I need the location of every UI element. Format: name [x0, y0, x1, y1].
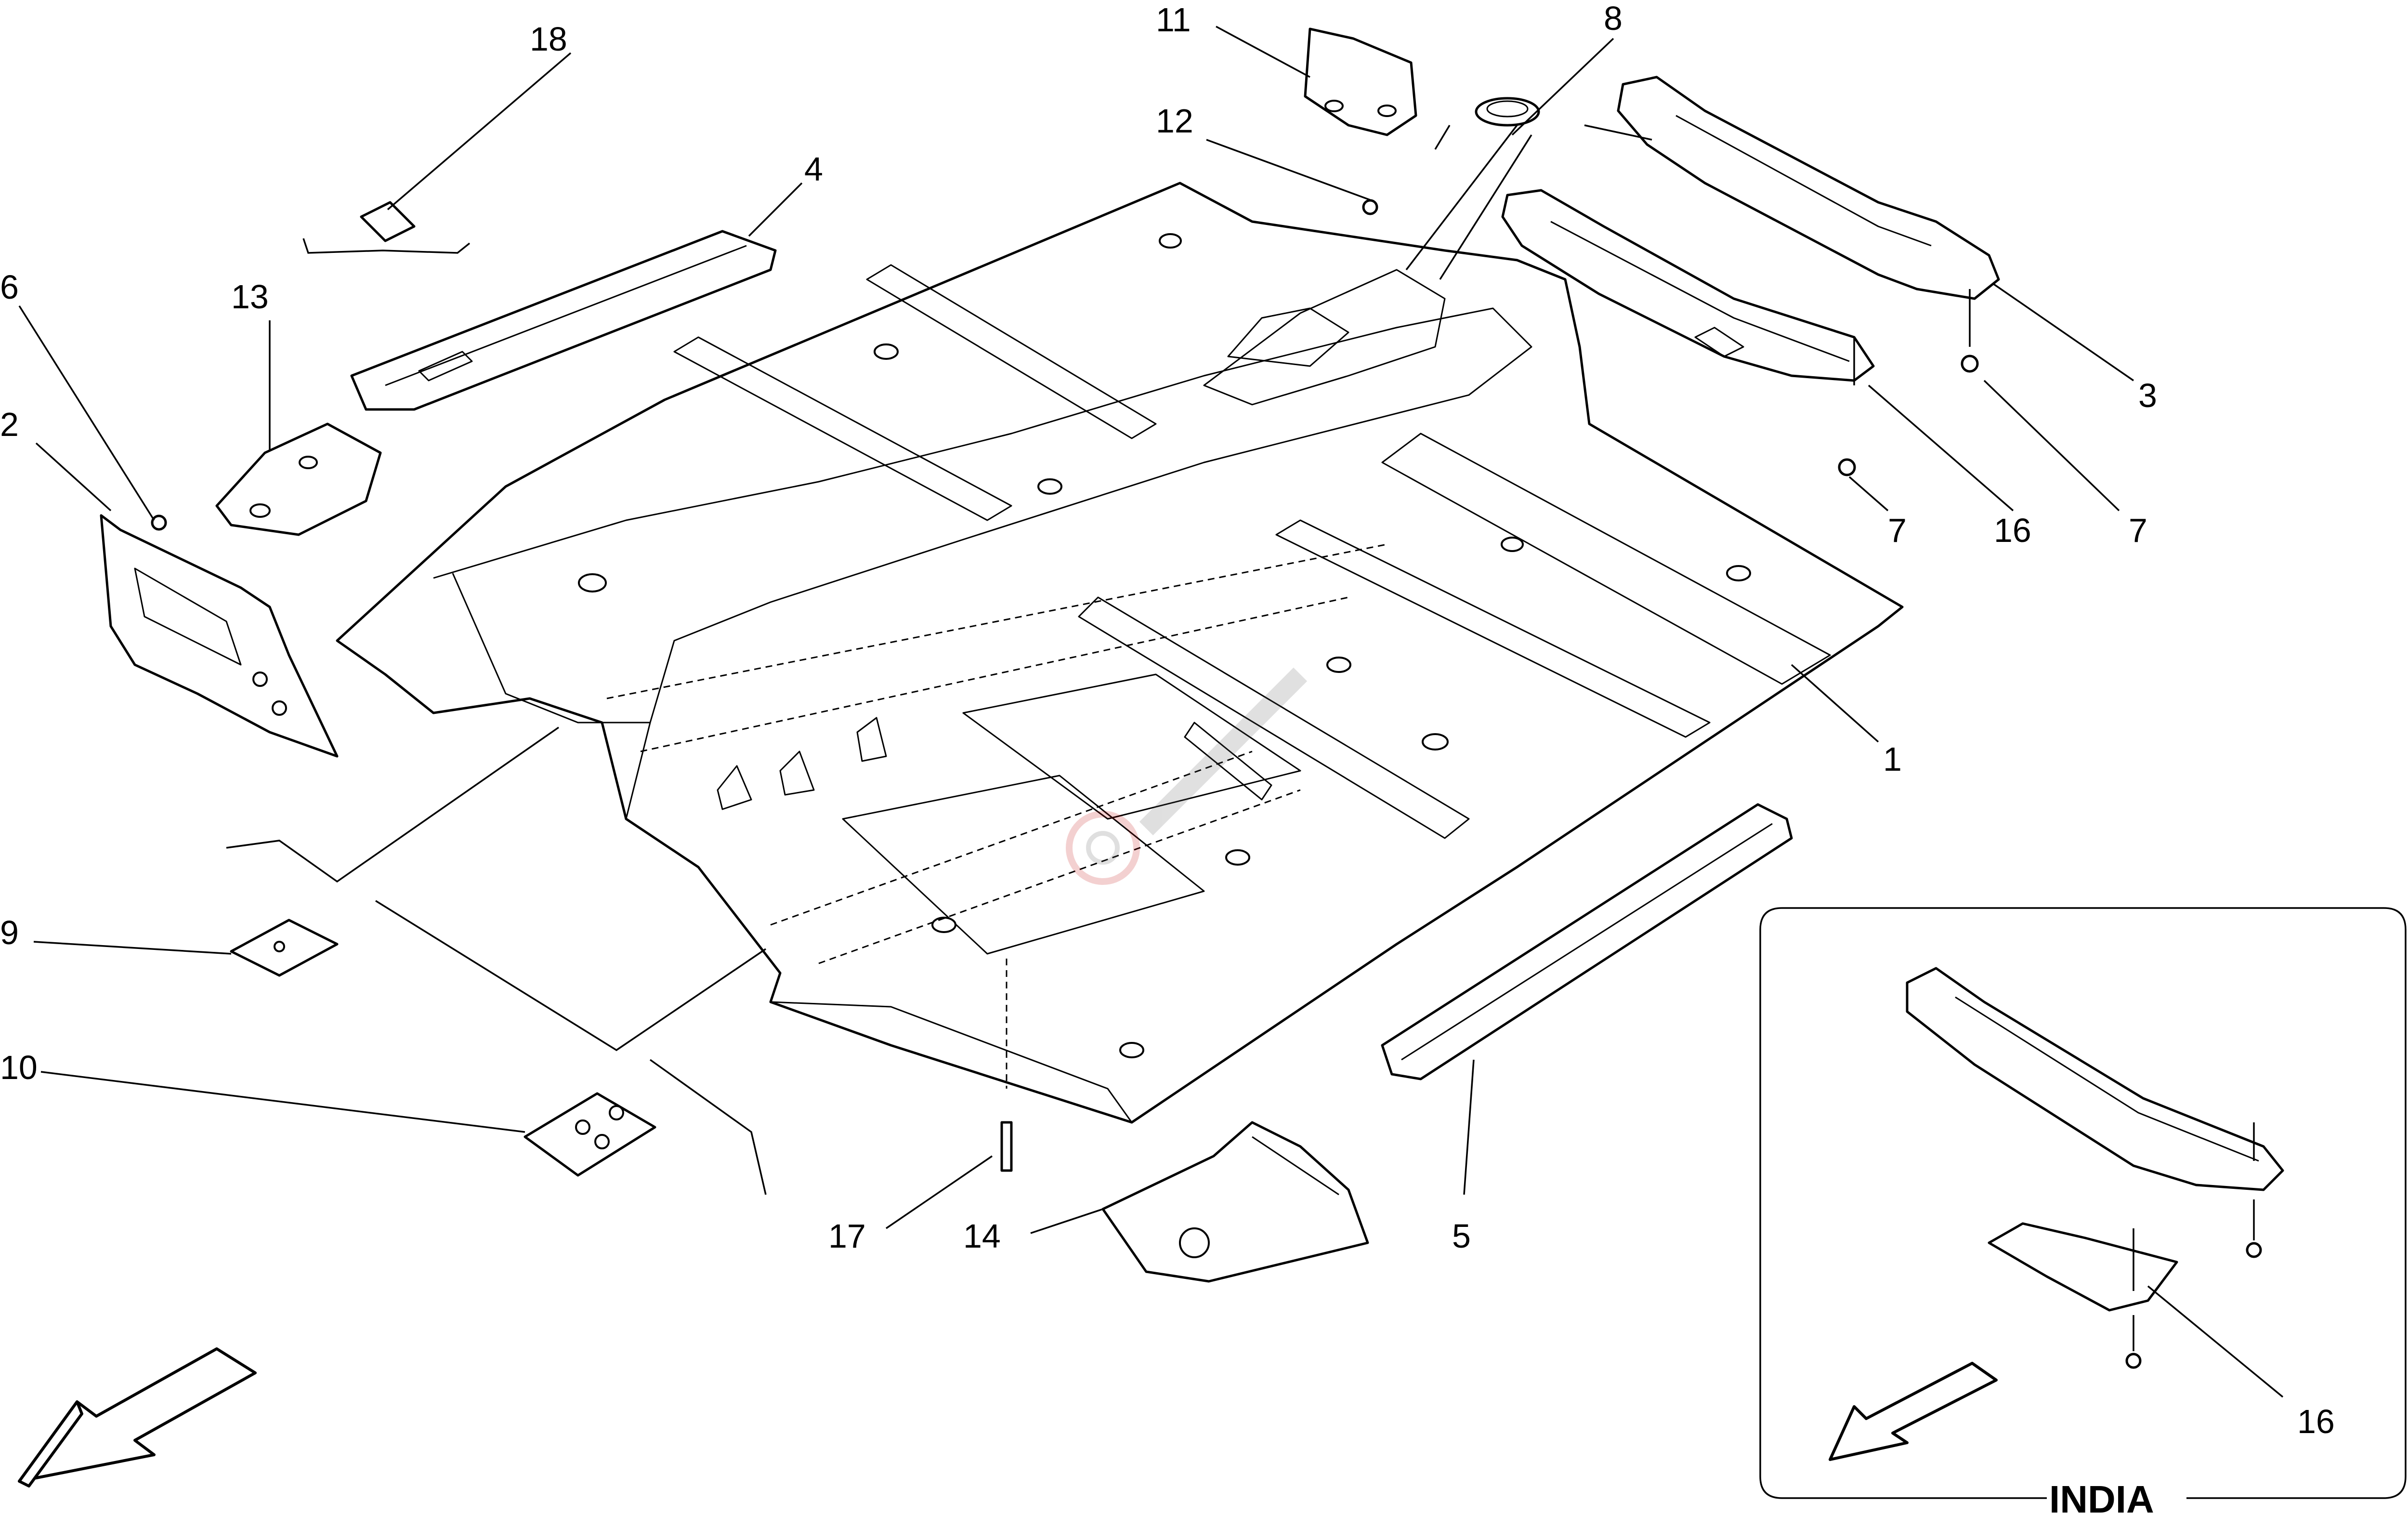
inset-callout-16: 16 [2297, 1403, 2335, 1440]
part-10-plate [523, 1092, 656, 1177]
part-18-plate [302, 201, 471, 254]
callout-4: 4 [804, 150, 823, 188]
direction-arrow-icon [18, 1347, 257, 1488]
callout-8: 8 [1604, 0, 1623, 37]
part-5-sill [1381, 803, 1793, 1080]
callout-6: 6 [0, 268, 19, 306]
inset-direction-arrow-icon [1829, 1362, 1998, 1461]
part-6-nut [151, 514, 167, 531]
callout-9: 9 [0, 914, 19, 951]
callout-3: 3 [2138, 377, 2157, 414]
part-4-sill-rail [350, 230, 777, 411]
india-inset-panel: INDIA 16 [1759, 907, 2407, 1514]
callout-14: 14 [963, 1217, 1001, 1255]
callout-17: 17 [828, 1217, 866, 1255]
part-7-nut-lower [1838, 458, 1856, 476]
part-14-bracket [1101, 1121, 1369, 1283]
part-8-grommet [1475, 97, 1540, 127]
callout-5: 5 [1452, 1217, 1471, 1255]
callout-7-left: 7 [1888, 512, 1907, 549]
callout-18: 18 [530, 20, 567, 58]
callout-2: 2 [0, 406, 19, 443]
part-9-plate [230, 919, 339, 977]
inset-part-16-bracket [1988, 1222, 2284, 1398]
callout-13: 13 [231, 278, 269, 316]
watermark-logo [1066, 667, 1308, 885]
callout-labels: 18 4 13 6 2 11 12 8 3 7 16 7 1 5 14 17 9… [0, 0, 2157, 1255]
callout-10: 10 [0, 1049, 38, 1086]
callout-1: 1 [1883, 740, 1902, 778]
part-17-stud [1000, 1121, 1013, 1172]
part-13-bracket [215, 422, 382, 536]
callout-16: 16 [1994, 512, 2031, 549]
inset-part-crossmember [1906, 967, 2284, 1258]
callout-leaders [18, 26, 2134, 1234]
part-3-crossmember [1617, 76, 2000, 300]
callout-7-right: 7 [2129, 512, 2147, 549]
part-2-bracket [100, 514, 339, 758]
part-11-bracket [1304, 27, 1417, 136]
part-7-nut-upper [1961, 355, 1979, 373]
callout-12: 12 [1156, 102, 1193, 140]
inset-label-india: INDIA [2049, 1478, 2154, 1514]
callout-11: 11 [1156, 1, 1191, 39]
part-12-nut [1362, 199, 1378, 215]
central-floor-pan [336, 182, 1904, 1124]
